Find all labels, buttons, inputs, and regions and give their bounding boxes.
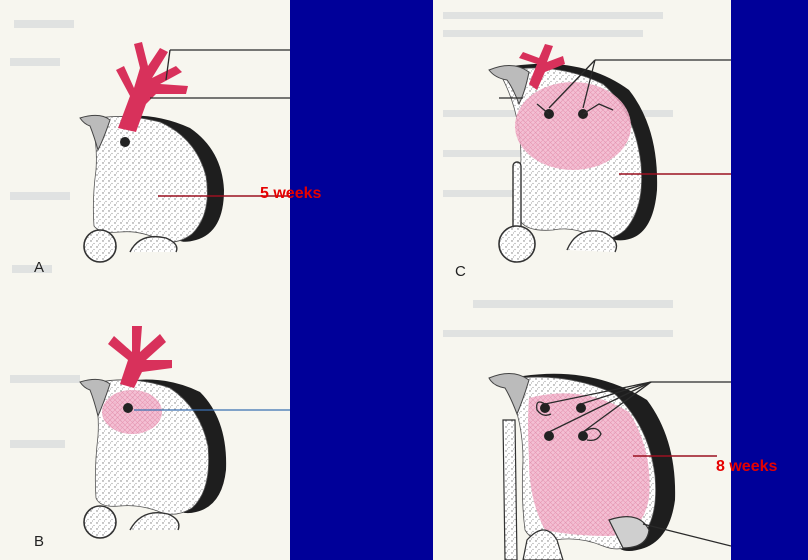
background-smudges [10,20,80,448]
stage-b-vessels [108,326,172,388]
stage-a-section: A [34,42,290,276]
stages-c-d-drawing: C [433,0,731,560]
stage-d-section [489,373,731,560]
stage-c-section: C [455,44,731,280]
stages-a-b-drawing: A B [0,0,290,560]
left-figure-panel: A B [0,0,290,560]
stage-b-letter: B [34,533,44,550]
stage-b-section: B [34,326,290,550]
right-figure-panel: C [433,0,731,560]
age-label-8-weeks: 8 weeks [716,458,777,476]
age-label-5-weeks: 5 weeks [260,185,321,203]
stage-c-letter: C [455,263,466,280]
stage-a-letter: A [34,259,44,276]
